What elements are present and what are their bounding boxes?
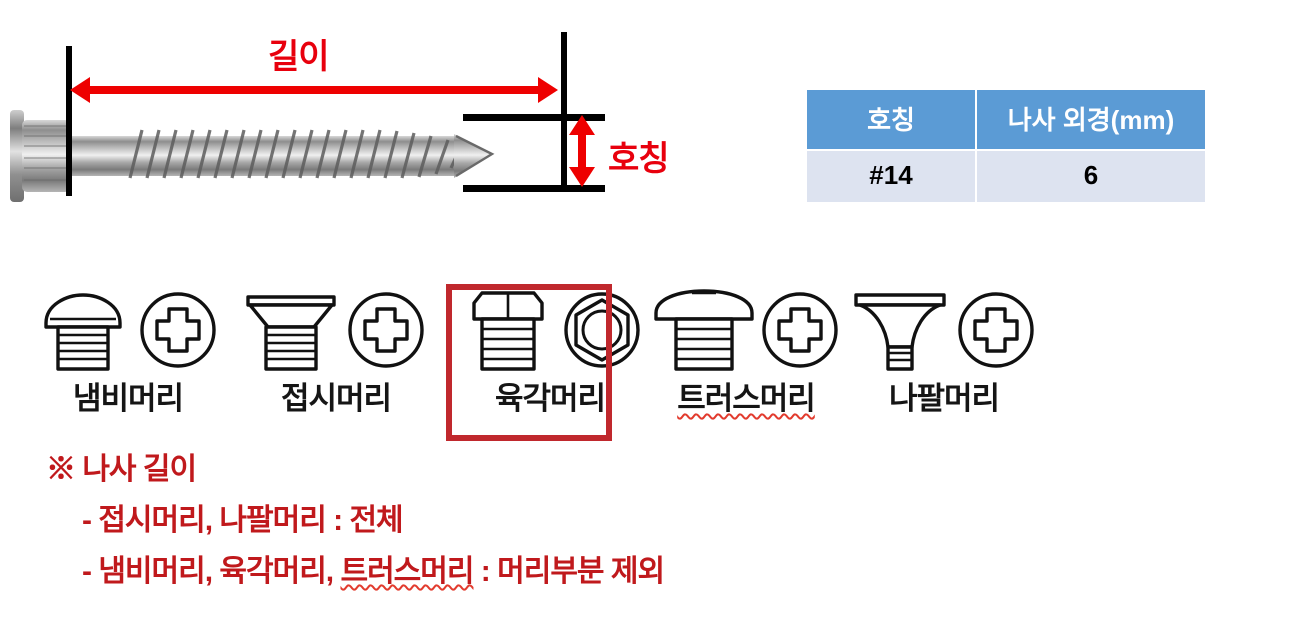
table-header-row: 호칭 나사 외경(mm): [807, 90, 1205, 149]
nominal-bracket-top: [463, 114, 605, 121]
bugle-head-screw-icon: [854, 292, 1034, 371]
head-type-item-pan[interactable]: 냄비머리: [30, 275, 226, 445]
phillips-cross-icon: [777, 307, 823, 353]
head-type-item-flat[interactable]: 접시머리: [238, 275, 434, 445]
length-dimension-label: 길이: [268, 38, 330, 76]
flat-countersunk-head-screw-icon: [246, 292, 424, 371]
note-line-full-length: - 접시머리, 나팔머리 : 전체: [82, 504, 404, 537]
phillips-cross-icon: [363, 307, 409, 353]
phillips-cross-icon: [973, 307, 1019, 353]
cell-nominal-value: #14: [807, 151, 975, 202]
truss-head-screw-icon: [654, 289, 838, 371]
screw-photo: [10, 110, 495, 202]
head-type-label: 접시머리: [280, 381, 392, 416]
screw-head-type-row: 냄비머리 접시머리: [0, 275, 1050, 445]
note-title: ※ 나사 길이: [46, 453, 197, 486]
length-dimension-arrow: [88, 86, 540, 94]
dimension-extension-line-right: [561, 32, 567, 192]
head-type-item-truss[interactable]: 트러스머리: [648, 275, 844, 445]
head-type-item-bugle[interactable]: 나팔머리: [846, 275, 1042, 445]
screw-dimension-diagram: 길이 호칭: [0, 0, 780, 240]
note-line-3-part-c: : 머리부분 제외: [473, 555, 665, 588]
head-type-label: 육각머리: [494, 381, 606, 416]
screw-spec-table: 호칭 나사 외경(mm) #14 6: [805, 88, 1207, 204]
dimension-extension-line-left: [66, 46, 72, 196]
note-line-excluding-head: - 냄비머리, 육각머리, 트러스머리 : 머리부분 제외: [82, 555, 665, 588]
nominal-dimension-arrow: [578, 133, 586, 169]
column-header-outer-diameter: 나사 외경(mm): [977, 90, 1205, 149]
column-header-nominal: 호칭: [807, 90, 975, 149]
table-row: #14 6: [807, 151, 1205, 202]
head-type-label: 트러스머리: [677, 381, 816, 416]
selected-head-type-highlight: [446, 284, 612, 441]
cell-outer-diameter-value: 6: [977, 151, 1205, 202]
hex-head-screw-icon: [472, 291, 640, 371]
head-type-item-hex[interactable]: 육각머리: [452, 275, 648, 445]
phillips-cross-icon: [155, 307, 201, 353]
head-type-label: 나팔머리: [888, 381, 1000, 416]
head-type-label: 냄비머리: [72, 381, 184, 416]
nominal-bracket-bottom: [463, 185, 605, 192]
note-line-3-part-b: 트러스머리: [340, 555, 474, 588]
pan-head-screw-icon: [44, 292, 216, 371]
spec-table-container: 호칭 나사 외경(mm) #14 6: [805, 88, 1207, 204]
nominal-dimension-label: 호칭: [608, 140, 670, 178]
note-line-3-part-a: - 냄비머리, 육각머리,: [82, 555, 341, 588]
